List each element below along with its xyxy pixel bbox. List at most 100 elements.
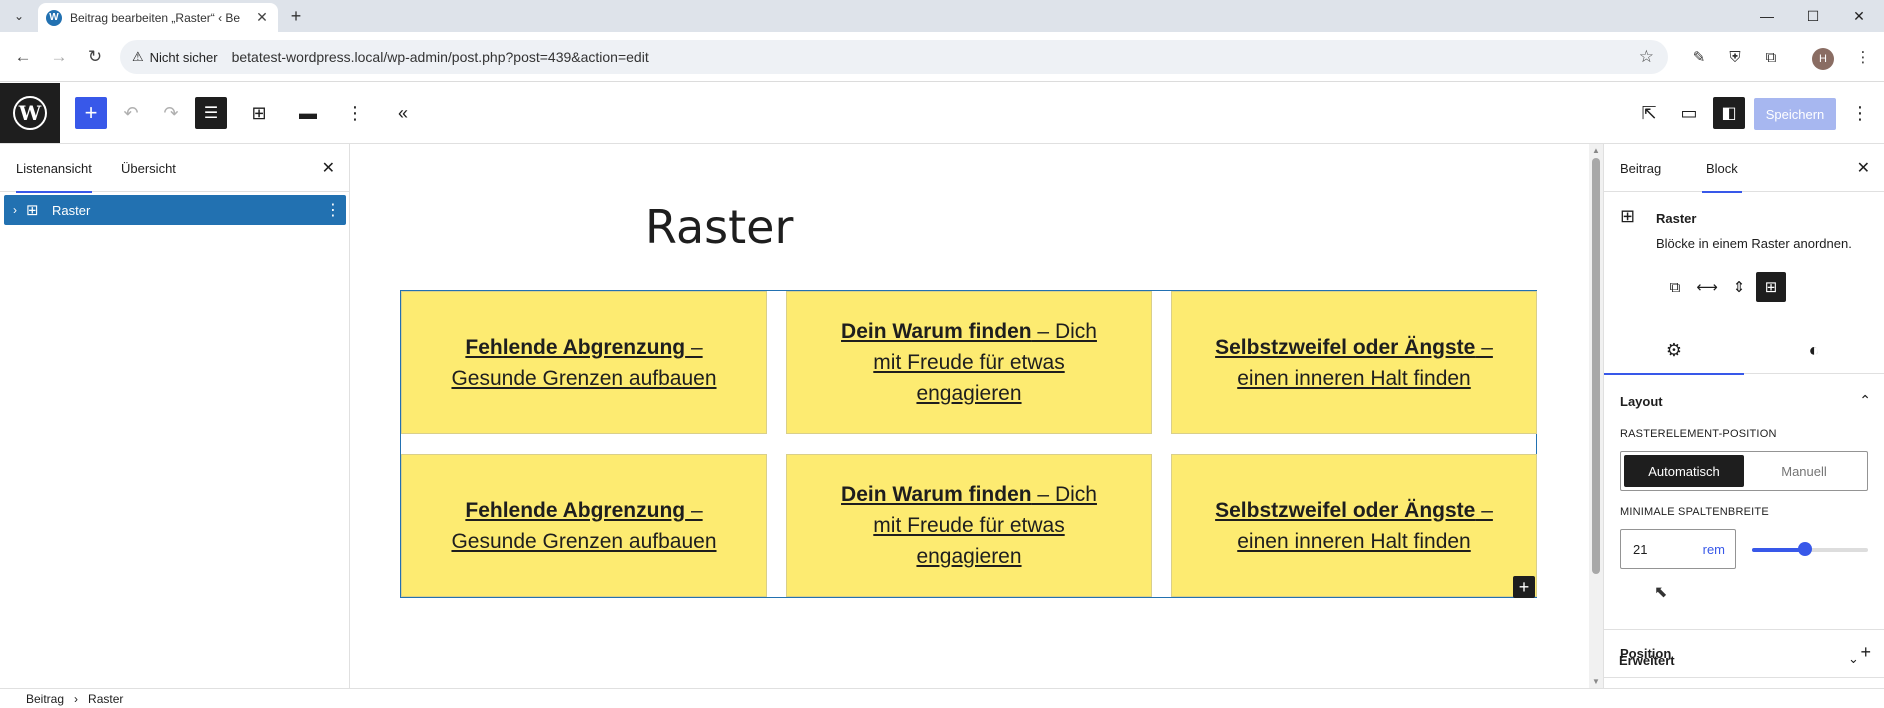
scrollbar-thumb[interactable]: [1592, 158, 1600, 574]
min-width-value: 21: [1633, 542, 1648, 557]
security-label: Nicht sicher: [149, 49, 218, 65]
item-options-icon[interactable]: ⋮: [325, 202, 341, 219]
save-button[interactable]: Speichern: [1754, 98, 1836, 130]
back-icon[interactable]: ←: [14, 47, 32, 66]
plus-icon[interactable]: +: [1860, 642, 1871, 662]
row-variation-icon[interactable]: ⟷: [1696, 279, 1718, 296]
grid-add-block-icon[interactable]: +: [1513, 576, 1535, 598]
close-list-view-icon[interactable]: ✕: [321, 160, 335, 177]
view-post-icon[interactable]: ⇱: [1641, 102, 1657, 123]
grid-item-position-label: RASTERELEMENT-POSITION: [1620, 428, 1777, 440]
cell-link[interactable]: Fehlende Abgrenzung – Gesunde Grenzen au…: [451, 498, 717, 553]
slider-knob[interactable]: [1798, 542, 1813, 556]
settings-style-tabs: ⚙ ◐: [1604, 326, 1884, 375]
cell-link[interactable]: Selbstzweifel oder Ängste – einen innere…: [1215, 498, 1493, 553]
maximize-icon[interactable]: ☐: [1806, 7, 1820, 24]
grid-cell[interactable]: Dein Warum finden – Dich mit Freude für …: [786, 454, 1152, 597]
chevron-down-icon[interactable]: ⌄: [1848, 651, 1859, 666]
position-heading[interactable]: Position: [1620, 646, 1672, 661]
forward-icon[interactable]: →: [50, 47, 68, 66]
list-view-toggle-icon[interactable]: ☰: [195, 97, 227, 129]
address-bar-row: ← → ↻ ⚠ Nicht sicher betatest-wordpress.…: [0, 32, 1884, 82]
list-view-item-raster[interactable]: › ⊞ Raster ⋮: [4, 195, 346, 225]
list-view-tabs: Listenansicht Übersicht ✕: [0, 144, 349, 193]
scroll-down-icon[interactable]: ▼: [1592, 677, 1600, 686]
block-card: ⊞ Raster Blöcke in einem Raster anordnen…: [1604, 192, 1884, 302]
close-tab-icon[interactable]: ✕: [256, 9, 268, 25]
tab-search-icon[interactable]: ⌄: [13, 9, 25, 23]
cell-link[interactable]: Selbstzweifel oder Ängste – einen innere…: [1215, 335, 1493, 390]
block-variations: ⧉ ⟷ ⇕ ⊞: [1660, 272, 1786, 302]
manual-option[interactable]: Manuell: [1781, 463, 1827, 479]
tab-list-view[interactable]: Listenansicht: [16, 144, 92, 193]
url-input[interactable]: ⚠ Nicht sicher betatest-wordpress.local/…: [120, 40, 1668, 74]
chevron-up-icon[interactable]: ⌃: [1859, 392, 1871, 408]
add-block-button[interactable]: +: [75, 97, 107, 129]
options-menu-icon[interactable]: ⋮: [1851, 102, 1869, 123]
mouse-cursor-icon: ⬉: [1654, 584, 1668, 601]
browser-tab[interactable]: W Beitrag bearbeiten „Raster“ ‹ Be ✕: [38, 3, 278, 32]
cell-link[interactable]: Dein Warum finden – Dich mit Freude für …: [841, 483, 1097, 568]
grid-block-icon[interactable]: ⊞: [251, 102, 267, 123]
redo-icon[interactable]: ↷: [163, 102, 179, 123]
url-text: betatest-wordpress.local/wp-admin/post.p…: [231, 49, 649, 65]
canvas-scrollbar[interactable]: ▲ ▼: [1589, 144, 1603, 688]
cell-link[interactable]: Fehlende Abgrenzung – Gesunde Grenzen au…: [451, 335, 717, 390]
grid-variation-icon[interactable]: ⊞: [1756, 272, 1786, 302]
undo-icon[interactable]: ↶: [123, 102, 139, 123]
grid-cell[interactable]: Fehlende Abgrenzung – Gesunde Grenzen au…: [401, 454, 767, 597]
styles-contrast-icon[interactable]: ◐: [1808, 339, 1820, 360]
device-preview-icon[interactable]: ▭: [1680, 102, 1698, 123]
group-variation-icon[interactable]: ⧉: [1669, 278, 1681, 296]
profile-avatar[interactable]: H: [1812, 48, 1834, 70]
min-width-slider[interactable]: [1752, 542, 1868, 556]
expand-chevron-icon[interactable]: ›: [13, 203, 17, 217]
new-tab-icon[interactable]: +: [290, 5, 302, 26]
breadcrumb: Beitrag › Raster: [0, 688, 1884, 708]
grid-cell[interactable]: Selbstzweifel oder Ängste – einen innere…: [1171, 291, 1537, 434]
grid-block[interactable]: Fehlende Abgrenzung – Gesunde Grenzen au…: [400, 290, 1537, 598]
browser-tab-bar: ⌄ W Beitrag bearbeiten „Raster“ ‹ Be ✕ +…: [0, 0, 1884, 32]
cell-link[interactable]: Dein Warum finden – Dich mit Freude für …: [841, 320, 1097, 405]
tab-block[interactable]: Block: [1702, 144, 1742, 193]
position-panel: Position +: [1604, 630, 1884, 678]
collapse-toolbar-icon[interactable]: «: [397, 102, 408, 123]
close-sidebar-icon[interactable]: ✕: [1856, 160, 1870, 177]
grid-cell[interactable]: Fehlende Abgrenzung – Gesunde Grenzen au…: [401, 291, 767, 434]
bookmark-star-icon[interactable]: ☆: [1638, 47, 1654, 66]
grid-cell[interactable]: Dein Warum finden – Dich mit Freude für …: [786, 291, 1152, 434]
scroll-up-icon[interactable]: ▲: [1592, 146, 1600, 155]
puzzle-extension-icon[interactable]: ⧉: [1765, 48, 1777, 66]
post-title[interactable]: Raster: [645, 200, 794, 254]
settings-sidebar: Beitrag Block ✕ ⊞ Raster Blöcke in einem…: [1603, 144, 1884, 708]
min-column-width-input[interactable]: 21 rem: [1620, 529, 1736, 569]
tab-post[interactable]: Beitrag: [1620, 160, 1662, 176]
auto-option[interactable]: Automatisch: [1624, 455, 1744, 487]
pen-extension-icon[interactable]: ✎: [1692, 49, 1706, 66]
min-width-unit-select[interactable]: rem: [1702, 542, 1725, 557]
settings-gear-icon[interactable]: ⚙: [1604, 326, 1744, 375]
wordpress-logo-button[interactable]: W: [0, 83, 60, 143]
grid-block-icon: ⊞: [1620, 206, 1636, 226]
grid-position-toggle: Automatisch Manuell: [1620, 451, 1868, 491]
breadcrumb-post[interactable]: Beitrag: [26, 691, 65, 706]
breadcrumb-raster[interactable]: Raster: [88, 691, 124, 706]
settings-sidebar-toggle-icon[interactable]: ◧: [1713, 97, 1745, 129]
browser-menu-icon[interactable]: ⋮: [1855, 49, 1871, 66]
breadcrumb-separator-icon: ›: [74, 691, 79, 706]
stack-variation-icon[interactable]: ⇕: [1732, 279, 1746, 296]
more-options-icon[interactable]: ⋮: [346, 102, 364, 123]
sidebar-tabs: Beitrag Block ✕: [1604, 144, 1884, 193]
browser-tab-title: Beitrag bearbeiten „Raster“ ‹ Be: [70, 10, 241, 25]
minimize-icon[interactable]: —: [1760, 8, 1774, 24]
layout-heading[interactable]: Layout: [1620, 394, 1663, 409]
reload-icon[interactable]: ↻: [87, 47, 103, 66]
list-item-label: Raster: [52, 202, 91, 218]
shield-extension-icon[interactable]: ⛨: [1729, 48, 1741, 66]
tab-overview[interactable]: Übersicht: [121, 160, 176, 176]
close-window-icon[interactable]: ✕: [1853, 7, 1865, 24]
grid-cell[interactable]: Selbstzweifel oder Ängste – einen innere…: [1171, 454, 1537, 597]
grid-block-icon: ⊞: [26, 202, 39, 219]
advanced-heading-label[interactable]: Erweitert: [1619, 653, 1675, 668]
align-icon[interactable]: ▬: [299, 102, 317, 123]
